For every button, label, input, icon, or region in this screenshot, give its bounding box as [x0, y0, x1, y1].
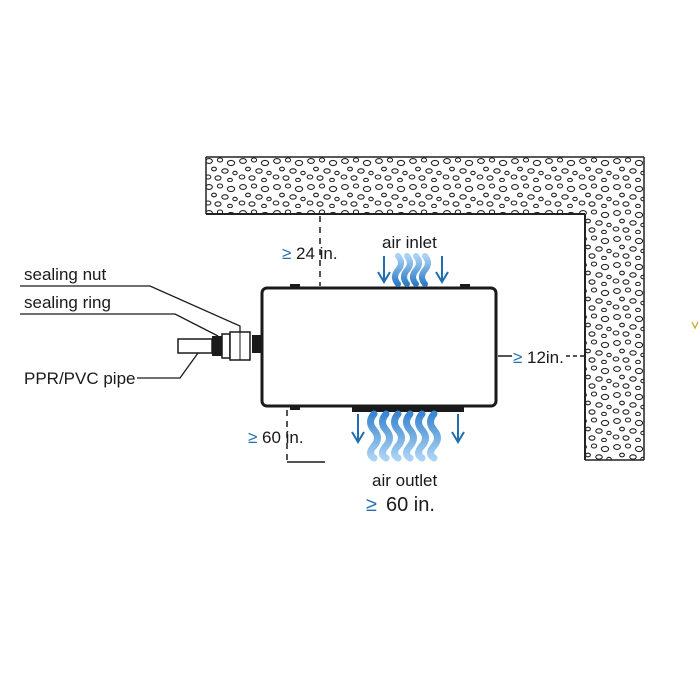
outlet-arrow-left-icon: [351, 414, 365, 444]
outlet-clearance-value: 60 in.: [386, 494, 435, 516]
side-wall: [584, 157, 645, 461]
label-sealing-nut: sealing nut: [24, 265, 107, 284]
edge-mark-icon: [691, 321, 699, 330]
outlet-ge-symbol: ≥: [366, 494, 377, 516]
outlet-arrow-right-icon: [451, 414, 465, 444]
right-ge-symbol: ≥: [513, 348, 522, 367]
pipe-assembly: [177, 331, 251, 361]
top-clearance: ≥ 24 in.: [282, 216, 338, 286]
air-inlet-label: air inlet: [382, 233, 437, 252]
bottom-clearance-value: 60 in.: [262, 428, 304, 447]
right-clearance: ≥ 12in.: [498, 348, 585, 367]
outlet-airflow-waves: [367, 410, 441, 462]
heat-pump-unit: [252, 284, 498, 412]
bottom-ge-symbol: ≥: [248, 428, 257, 447]
label-pipe: PPR/PVC pipe: [24, 369, 136, 388]
inlet-airflow-waves: [392, 253, 431, 287]
right-clearance-value: 12in.: [527, 348, 564, 367]
ceiling-wall: [205, 156, 644, 215]
top-ge-symbol: ≥: [282, 244, 291, 263]
air-outlet-label: air outlet: [372, 471, 437, 490]
inlet-arrow-right-icon: [435, 256, 449, 284]
label-sealing-ring: sealing ring: [24, 293, 111, 312]
air-outlet-group: air outlet ≥ 60 in.: [351, 410, 465, 516]
leader-lines: [20, 285, 241, 379]
air-inlet-group: air inlet: [377, 233, 449, 287]
inlet-arrow-left-icon: [377, 256, 391, 284]
top-clearance-value: 24 in.: [296, 244, 338, 263]
bottom-left-clearance: ≥ 60 in.: [248, 410, 325, 463]
